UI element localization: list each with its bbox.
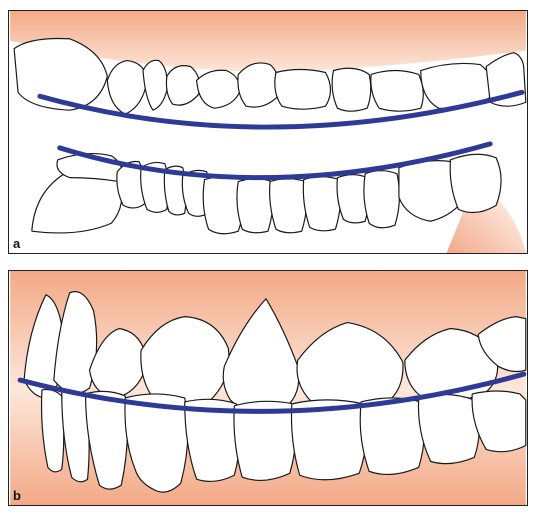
panel-b-label: b <box>13 488 21 503</box>
lower-teeth <box>32 154 501 234</box>
panel-a: a <box>8 10 528 254</box>
panel-a-illustration <box>9 11 527 253</box>
panel-b-illustration <box>9 271 527 505</box>
panel-b: b <box>8 270 528 506</box>
panel-a-label: a <box>13 236 20 251</box>
